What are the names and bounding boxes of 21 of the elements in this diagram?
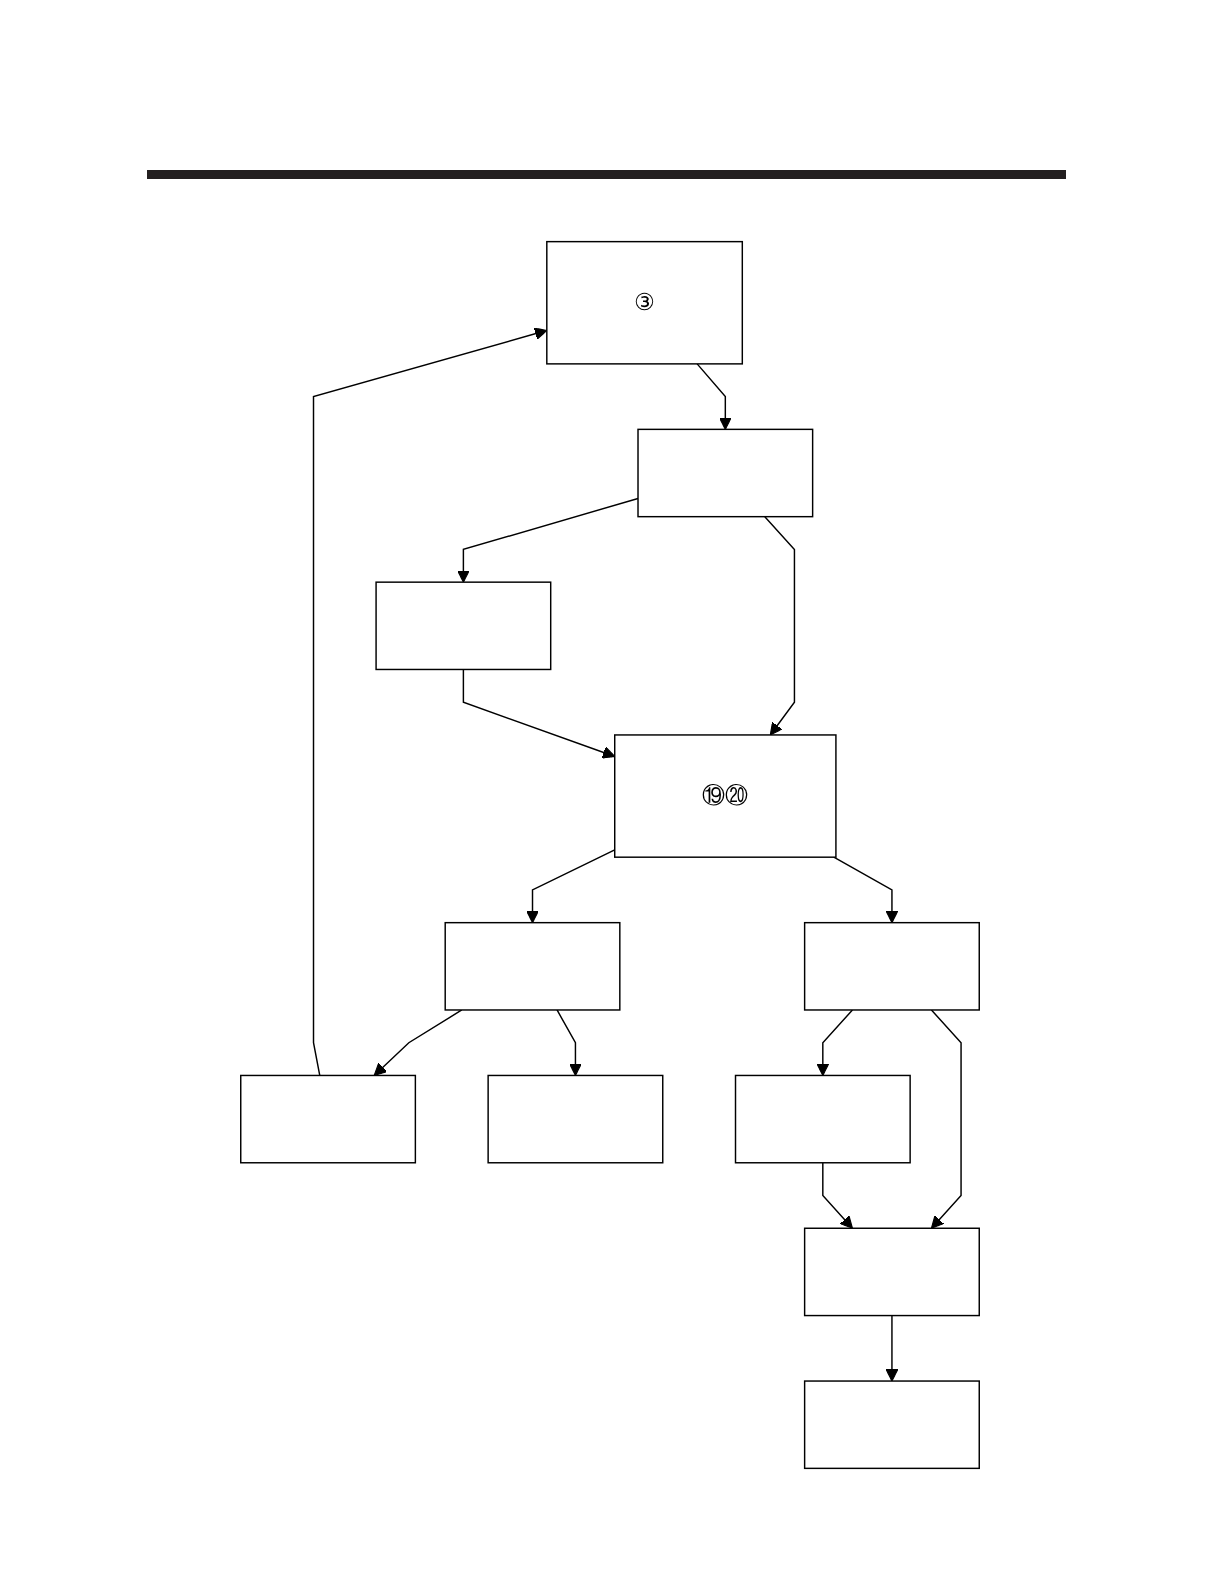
arrow xyxy=(373,1009,463,1077)
node-box xyxy=(734,1074,911,1164)
node-box: ⑲⑳ xyxy=(614,734,837,858)
arrow xyxy=(885,1314,899,1382)
arrow xyxy=(457,497,639,583)
node-box xyxy=(803,921,980,1011)
node-box xyxy=(375,581,552,671)
arrow xyxy=(764,515,796,736)
node-box: ③ xyxy=(546,240,744,365)
arrow xyxy=(930,1009,962,1229)
arrow xyxy=(833,856,899,924)
node-box xyxy=(637,428,814,518)
arrow xyxy=(696,363,732,430)
node-box xyxy=(240,1074,417,1164)
node-box xyxy=(444,921,621,1011)
node-box xyxy=(487,1074,664,1164)
arrow xyxy=(816,1009,854,1077)
arrow xyxy=(556,1009,582,1077)
arrow xyxy=(822,1162,853,1229)
node-box xyxy=(803,1380,980,1470)
node-box xyxy=(803,1227,980,1317)
